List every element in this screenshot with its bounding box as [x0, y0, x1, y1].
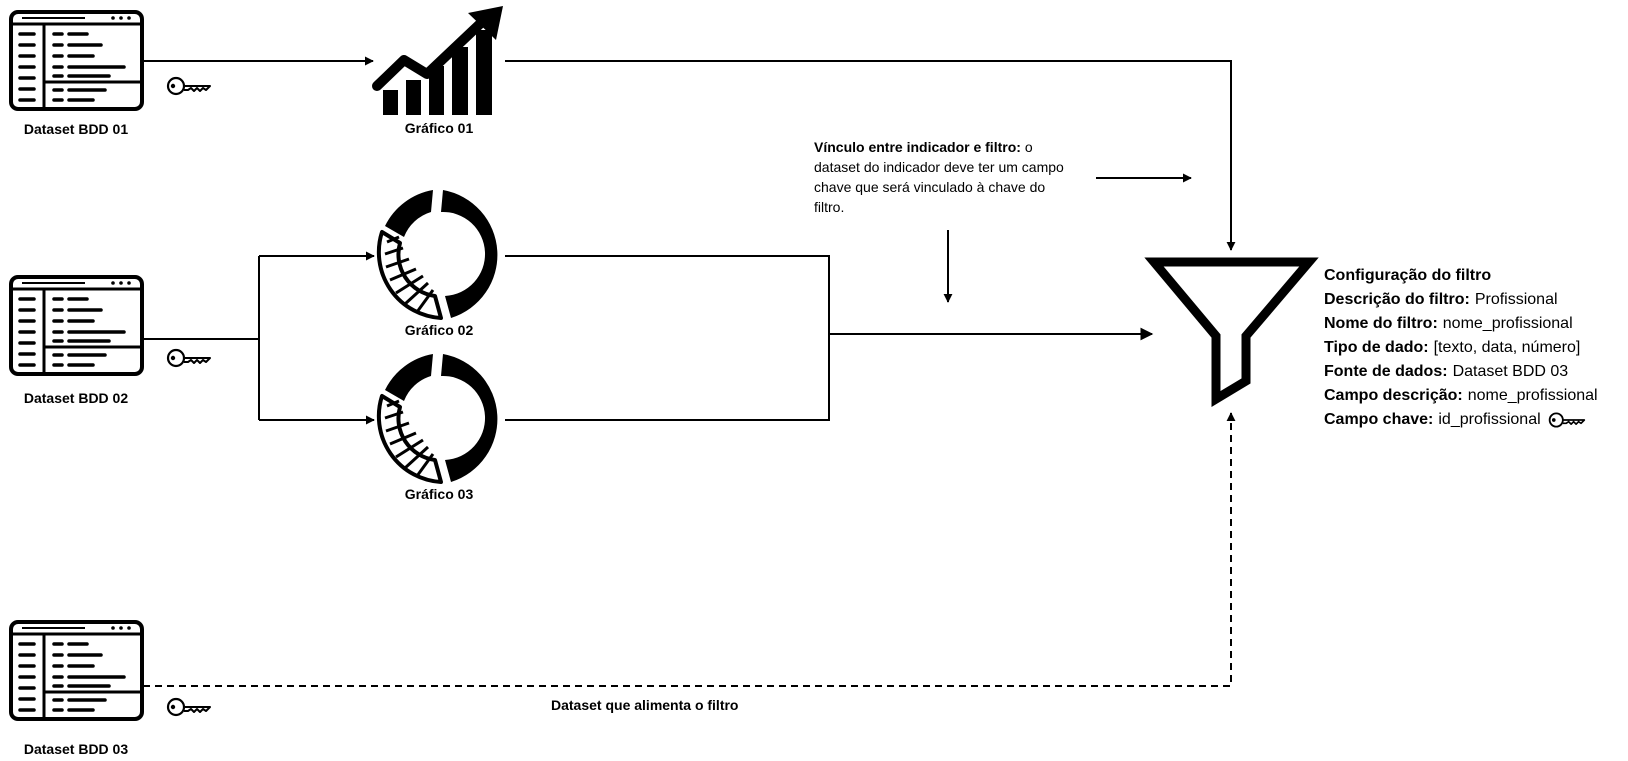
key-icon — [1548, 412, 1585, 428]
connector-merge — [505, 255, 830, 421]
grafico-02-label: Gráfico 02 — [404, 322, 474, 338]
config-label: Tipo de dado: — [1324, 339, 1429, 356]
filter-config-row: Campo descrição:nome_profissional — [1324, 384, 1598, 408]
config-value: id_profissional — [1438, 411, 1541, 428]
config-value: Dataset BDD 03 — [1452, 363, 1569, 380]
config-value: nome_profissional — [1442, 315, 1573, 332]
filter-config-heading: Configuração do filtro — [1324, 267, 1492, 284]
link-note-body: o dataset do indicador deve ter um campo… — [814, 139, 1064, 215]
arrow-grafico01-filter — [505, 60, 1236, 251]
dataset-03-label: Dataset BDD 03 — [23, 741, 129, 757]
filter-config-row: Campo chave:id_profissional — [1324, 408, 1598, 432]
dataset-02-icon — [9, 275, 144, 376]
key-icon — [166, 76, 212, 96]
dataset-01-label: Dataset BDD 01 — [23, 121, 129, 137]
link-note: Vínculo entre indicador e filtro: o data… — [814, 137, 1079, 217]
grafico-01-label: Gráfico 01 — [404, 120, 474, 136]
config-label: Campo chave: — [1324, 411, 1434, 428]
filter-config-row: Fonte de dados:Dataset BDD 03 — [1324, 360, 1598, 384]
key-icon — [166, 697, 212, 717]
grafico-03-label: Gráfico 03 — [404, 486, 474, 502]
filter-config-panel: Configuração do filtro Descrição do filt… — [1324, 264, 1598, 432]
dataset-01-icon — [9, 10, 144, 111]
feed-dataset-label: Dataset que alimenta o filtro — [551, 697, 739, 713]
filter-config-row: Tipo de dado:[texto, data, número] — [1324, 336, 1598, 360]
config-label: Nome do filtro: — [1324, 315, 1438, 332]
funnel-icon — [1144, 257, 1319, 407]
dashed-arrow-dataset03-filter — [143, 412, 1236, 687]
config-label: Campo descrição: — [1324, 387, 1463, 404]
config-value: nome_profissional — [1467, 387, 1598, 404]
config-label: Fonte de dados: — [1324, 363, 1448, 380]
donut-chart-icon — [376, 188, 500, 320]
dataset-02-label: Dataset BDD 02 — [23, 390, 129, 406]
filter-config-row: Nome do filtro:nome_profissional — [1324, 312, 1598, 336]
dataset-03-icon — [9, 620, 144, 721]
link-note-title: Vínculo entre indicador e filtro: — [814, 139, 1021, 155]
config-value: [texto, data, número] — [1433, 339, 1581, 356]
filter-config-row: Descrição do filtro:Profissional — [1324, 288, 1598, 312]
config-label: Descrição do filtro: — [1324, 291, 1470, 308]
config-value: Profissional — [1474, 291, 1558, 308]
donut-chart-icon — [376, 352, 500, 484]
key-icon — [166, 348, 212, 368]
trending-up-bar-chart-icon — [372, 6, 503, 115]
